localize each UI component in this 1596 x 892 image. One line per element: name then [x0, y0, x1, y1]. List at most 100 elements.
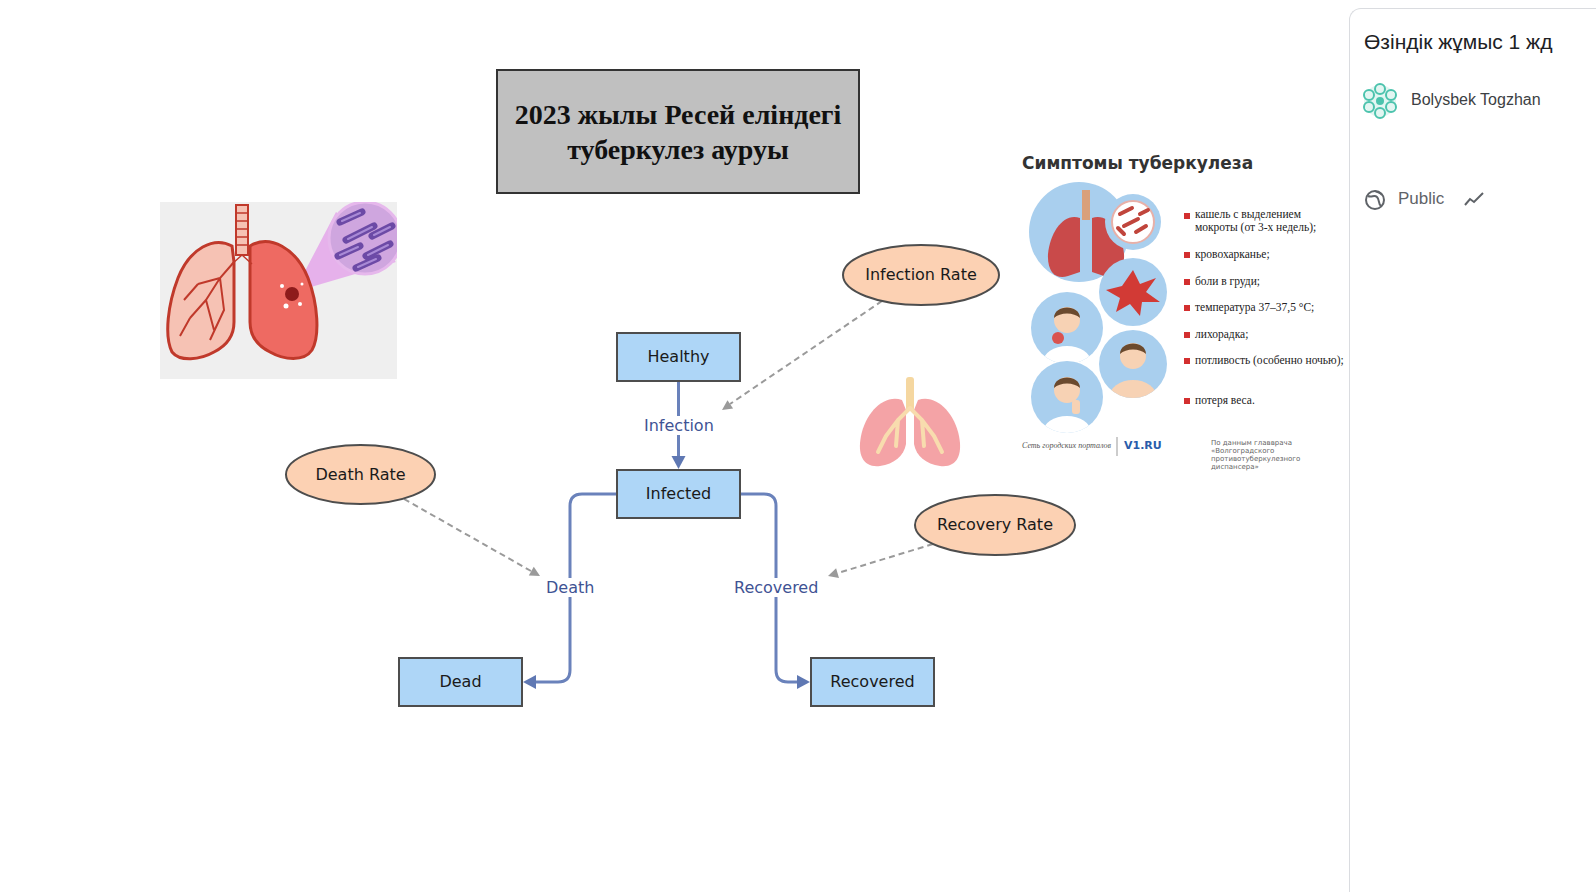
globe-icon	[1366, 191, 1384, 209]
stock-box: Healthy	[616, 332, 741, 382]
side-panel	[1349, 8, 1596, 892]
arrowhead	[797, 675, 810, 689]
hair	[1120, 344, 1146, 355]
free-label: Bolysbek Togzhan	[1411, 91, 1541, 109]
trachea-rings	[232, 213, 252, 264]
icon-circle	[1099, 258, 1167, 326]
bacteria	[1118, 208, 1148, 234]
dashed-link	[730, 301, 882, 404]
arrowhead	[672, 456, 686, 469]
magnifier-circle	[329, 202, 397, 274]
avatar-petal	[1386, 102, 1396, 112]
free-label: потеря веса.	[1195, 394, 1345, 407]
avatar-petal	[1375, 108, 1385, 118]
ellipse-shape	[915, 495, 1075, 555]
globe-land	[1368, 191, 1382, 206]
link-arrowhead	[529, 567, 540, 576]
lesion	[285, 287, 299, 301]
symptoms-infographic	[1029, 182, 1190, 456]
trend-icon	[1465, 193, 1483, 205]
stock-box: Infected	[616, 469, 741, 519]
flow-label: Death	[543, 578, 597, 597]
free-label: По данным главврача «Волгоградского прот…	[1211, 439, 1339, 471]
ellipse-shape	[843, 245, 999, 305]
free-label: лихорадка;	[1195, 328, 1345, 341]
node-text: Healthy	[647, 347, 709, 367]
free-label: V1.RU	[1124, 440, 1162, 453]
head	[1054, 307, 1080, 333]
hair	[1054, 308, 1080, 319]
bullet	[1184, 279, 1190, 285]
lesion-dot	[301, 283, 304, 286]
lung-illustration	[160, 202, 397, 379]
person	[1043, 377, 1091, 448]
link-arrowhead	[828, 568, 839, 578]
right-lung	[914, 399, 960, 466]
left-lung	[860, 399, 906, 466]
hand	[1052, 332, 1064, 344]
lesion-dot	[280, 284, 284, 288]
small-lungs	[860, 377, 960, 466]
lung	[1048, 217, 1080, 277]
divider	[1117, 437, 1118, 456]
lesion-dot	[284, 304, 289, 309]
right-lung	[250, 242, 317, 359]
blood-splat	[1106, 270, 1160, 316]
rate-ellipse: Recovery Rate	[914, 494, 1076, 556]
rate-links	[404, 301, 933, 578]
dashed-link	[404, 499, 531, 571]
avatar-centre	[1376, 97, 1384, 105]
flow-label: Infection	[641, 416, 717, 435]
hand	[1072, 400, 1080, 414]
picture-ground	[160, 202, 397, 379]
flow-connector	[523, 494, 616, 689]
free-label: кровохарканье;	[1195, 248, 1345, 261]
arrowhead	[523, 675, 536, 689]
bronchi	[180, 262, 234, 340]
free-label: Өзіндік жұмыс 1 жд	[1364, 30, 1552, 54]
node-text: Recovery Rate	[937, 515, 1053, 535]
stock-box: Dead	[398, 657, 523, 707]
avatar-petal	[1375, 84, 1385, 94]
node-text: Infection Rate	[865, 265, 977, 285]
bullet	[1184, 252, 1190, 258]
flow-line	[533, 494, 616, 682]
avatar-petal	[1364, 90, 1374, 100]
head	[1054, 377, 1080, 403]
ellipse-shape	[286, 445, 435, 504]
free-label: боли в груди;	[1195, 275, 1345, 288]
rate-ellipse: Infection Rate	[842, 244, 1000, 306]
free-label: кашель с выделением мокроты (от 3-х неде…	[1195, 208, 1345, 234]
free-label: температура 37–37,5 °С;	[1195, 301, 1345, 314]
left-lung	[168, 243, 234, 359]
node-text: Infected	[646, 484, 711, 504]
node-text: Death Rate	[315, 465, 405, 485]
free-label: потливость (особенно ночью);	[1195, 354, 1345, 367]
title-text: 2023 жылы Ресей еліндегі туберкулез ауру…	[498, 97, 858, 167]
bullet	[1184, 332, 1190, 338]
person	[1109, 343, 1157, 416]
free-label: Симптомы туберкулеза	[1022, 154, 1253, 174]
flow-label: Recovered	[731, 578, 821, 597]
bullet	[1184, 213, 1190, 219]
free-label: Сеть городских порталов	[1022, 441, 1114, 450]
globe-outline	[1366, 191, 1384, 209]
avatar-petal	[1364, 102, 1374, 112]
rate-ellipse: Death Rate	[285, 444, 436, 505]
bacteria-highlight	[340, 213, 390, 267]
link-arrowhead	[722, 400, 733, 410]
avatar-ground	[1364, 85, 1396, 117]
lesion-dot	[298, 302, 302, 306]
node-text: Recovered	[830, 672, 914, 692]
bullet	[1184, 358, 1190, 364]
head	[1120, 343, 1146, 369]
dashed-link	[838, 544, 933, 573]
title-box: 2023 жылы Ресей еліндегі туберкулез ауру…	[496, 69, 860, 194]
trachea	[906, 377, 914, 411]
bacteria-view	[1112, 201, 1154, 243]
bullet	[1184, 398, 1190, 404]
hair	[1054, 378, 1080, 389]
icon-circle	[1105, 194, 1161, 250]
